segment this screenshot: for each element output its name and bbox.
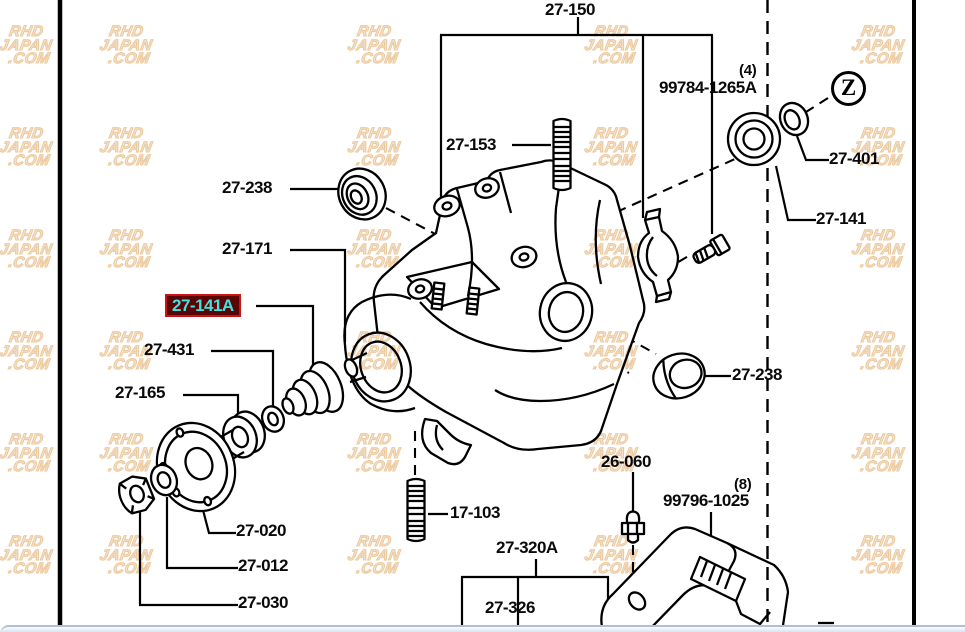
pump-lower-drawing [600,526,834,632]
bearing-cap-drawing [636,207,680,304]
part-label-27-012[interactable]: 27-012 [238,556,288,575]
stud-27-153-drawing [552,117,572,192]
part-label-27-320a[interactable]: 27-320A [496,538,558,557]
part-label-27-153[interactable]: 27-153 [446,135,496,154]
part-label-27-238-right[interactable]: 27-238 [732,365,782,384]
qty-label-4: (4) [739,62,757,79]
sensor-26-060-drawing [620,510,646,544]
leader-lines [138,135,829,607]
stud-17-103-drawing [406,477,426,543]
bearing-27-141-drawing [726,111,782,167]
qty-label-8: (8) [734,476,752,493]
oil-seal-left-drawing [337,167,387,221]
nut-27-030-drawing [117,475,156,515]
pump-body-drawing [343,159,646,466]
bracket-lines [439,17,714,632]
detail-view-z-marker: Z [831,71,866,106]
part-label-27-326[interactable]: 27-326 [485,598,535,617]
part-label-27-401[interactable]: 27-401 [829,149,879,168]
bolt-99784-drawing [692,233,731,264]
part-label-27-431[interactable]: 27-431 [144,340,194,359]
part-label-27-020[interactable]: 27-020 [236,521,286,540]
part-label-27-141a-selected[interactable]: 27-141A [165,294,241,317]
washer-27-431-drawing [260,405,286,433]
oil-seal-right-drawing [652,352,706,400]
part-label-27-238-left[interactable]: 27-238 [222,178,272,197]
part-label-17-103[interactable]: 17-103 [450,503,500,522]
part-label-27-171[interactable]: 27-171 [222,239,272,258]
part-label-99784-1265a[interactable]: 99784-1265A [659,78,757,97]
bottom-panel-edge [0,625,965,632]
part-label-99796-1025[interactable]: 99796-1025 [663,491,749,510]
seal-27-401-drawing [778,101,810,137]
washer-27-012-drawing [149,463,179,497]
part-label-26-060[interactable]: 26-060 [601,452,651,471]
part-label-27-150[interactable]: 27-150 [545,0,595,19]
part-label-27-141[interactable]: 27-141 [816,209,866,228]
part-label-27-165[interactable]: 27-165 [115,383,165,402]
part-label-27-030[interactable]: 27-030 [238,593,288,612]
boot-27-141a-drawing [281,361,345,417]
